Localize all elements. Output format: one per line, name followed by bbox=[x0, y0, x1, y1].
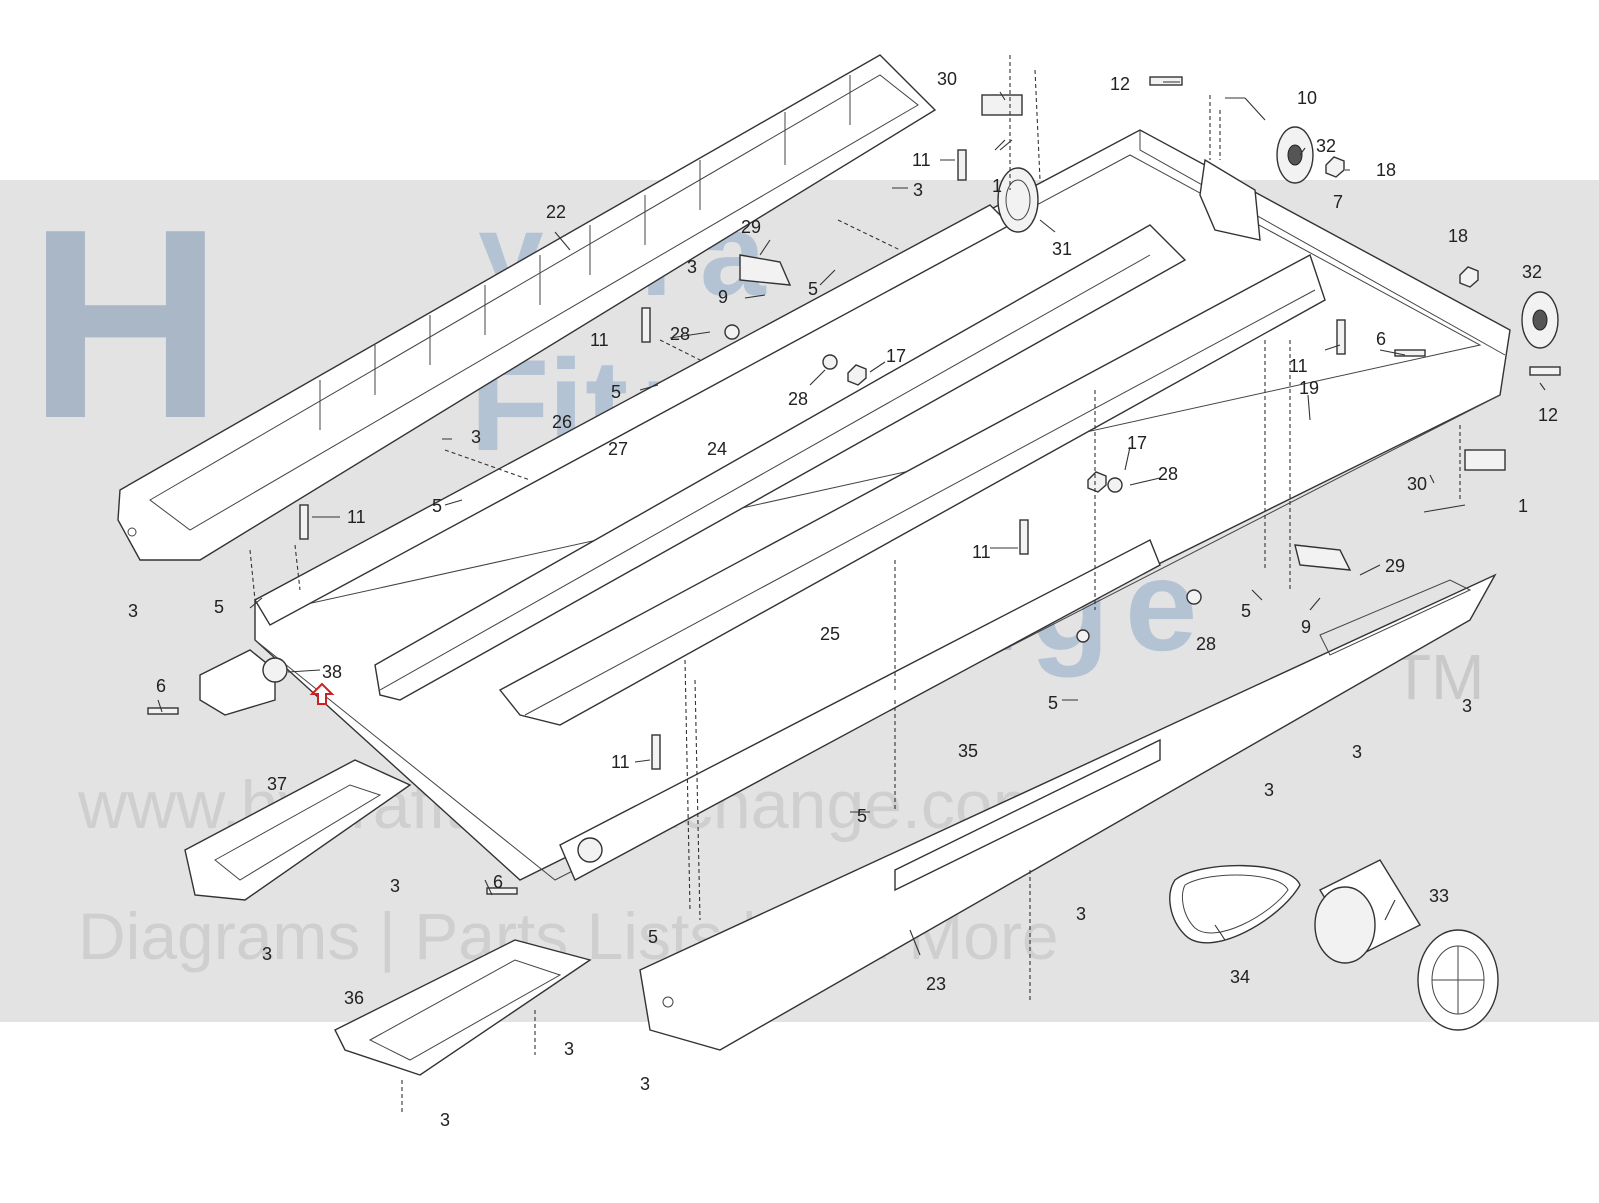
label-26: 26 bbox=[552, 412, 572, 432]
label-29: 29 bbox=[1385, 556, 1405, 576]
rail-cover-23 bbox=[639, 573, 1497, 1051]
label-5: 5 bbox=[1241, 601, 1251, 621]
label-28: 28 bbox=[1196, 634, 1216, 654]
label-28: 28 bbox=[1158, 464, 1178, 484]
label-32: 32 bbox=[1316, 136, 1336, 156]
drive-belt-34 bbox=[1169, 864, 1301, 944]
label-28: 28 bbox=[788, 389, 808, 409]
label-3: 3 bbox=[913, 180, 923, 200]
label-22: 22 bbox=[546, 202, 566, 222]
label-5: 5 bbox=[808, 279, 818, 299]
label-25: 25 bbox=[820, 624, 840, 644]
label-9: 9 bbox=[718, 287, 728, 307]
label-31: 31 bbox=[1052, 239, 1072, 259]
motor-33 bbox=[1314, 859, 1499, 1031]
end-cap-37 bbox=[184, 759, 412, 901]
end-cap-36 bbox=[334, 939, 592, 1076]
label-9: 9 bbox=[1301, 617, 1311, 637]
label-1: 1 bbox=[992, 176, 1002, 196]
label-11: 11 bbox=[347, 507, 366, 527]
highlight-arrow bbox=[309, 682, 335, 705]
label-17: 17 bbox=[886, 346, 906, 366]
label-5: 5 bbox=[1048, 693, 1058, 713]
label-6: 6 bbox=[156, 676, 166, 696]
label-18: 18 bbox=[1376, 160, 1396, 180]
label-29: 29 bbox=[741, 217, 761, 237]
assembly-lines bbox=[249, 55, 1461, 1115]
label-23: 23 bbox=[926, 974, 946, 994]
label-12: 12 bbox=[1110, 74, 1130, 94]
label-3: 3 bbox=[1352, 742, 1362, 762]
label-1: 1 bbox=[1518, 496, 1528, 516]
label-3: 3 bbox=[262, 944, 272, 964]
label-6: 6 bbox=[493, 872, 503, 892]
label-7: 7 bbox=[1333, 192, 1343, 212]
label-32: 32 bbox=[1522, 262, 1542, 282]
label-35: 35 bbox=[958, 741, 978, 761]
label-34: 34 bbox=[1230, 967, 1250, 987]
label-11: 11 bbox=[611, 752, 630, 772]
rear-bracket bbox=[1199, 126, 1559, 349]
front-bracket bbox=[199, 649, 603, 863]
label-30: 30 bbox=[1407, 474, 1427, 494]
label-3: 3 bbox=[390, 876, 400, 896]
label-3: 3 bbox=[640, 1074, 650, 1094]
label-12: 12 bbox=[1538, 405, 1558, 425]
label-3: 3 bbox=[1076, 904, 1086, 924]
label-30: 30 bbox=[937, 69, 957, 89]
watermark-logo-mark: H bbox=[28, 174, 223, 475]
hardware bbox=[147, 76, 1561, 895]
label-5: 5 bbox=[857, 806, 867, 826]
label-27: 27 bbox=[608, 439, 628, 459]
label-3: 3 bbox=[1462, 696, 1472, 716]
label-5: 5 bbox=[214, 597, 224, 617]
label-11: 11 bbox=[912, 150, 931, 170]
drive-roller-31 bbox=[997, 167, 1039, 233]
label-19: 19 bbox=[1299, 378, 1319, 398]
label-5: 5 bbox=[648, 927, 658, 947]
label-18: 18 bbox=[1448, 226, 1468, 246]
deck-rails bbox=[254, 204, 1326, 881]
label-6: 6 bbox=[1376, 329, 1386, 349]
label-5: 5 bbox=[432, 496, 442, 516]
label-38: 38 bbox=[322, 662, 342, 682]
label-5: 5 bbox=[611, 382, 621, 402]
label-17: 17 bbox=[1127, 433, 1147, 453]
label-11: 11 bbox=[972, 542, 991, 562]
label-10: 10 bbox=[1297, 88, 1317, 108]
leader-lines bbox=[157, 81, 1546, 956]
part-labels: 22 30 12 10 32 18 7 11 3 1 31 29 3 5 9 1… bbox=[128, 69, 1558, 1130]
label-36: 36 bbox=[344, 988, 364, 1008]
label-3: 3 bbox=[471, 427, 481, 447]
label-33: 33 bbox=[1429, 886, 1449, 906]
label-3: 3 bbox=[564, 1039, 574, 1059]
label-11: 11 bbox=[590, 330, 609, 350]
label-24: 24 bbox=[707, 439, 727, 459]
label-11: 11 bbox=[1289, 356, 1308, 376]
label-3: 3 bbox=[1264, 780, 1274, 800]
label-3: 3 bbox=[687, 257, 697, 277]
label-37: 37 bbox=[267, 774, 287, 794]
label-3: 3 bbox=[128, 601, 138, 621]
label-28: 28 bbox=[670, 324, 690, 344]
label-3: 3 bbox=[440, 1110, 450, 1130]
rail-cover-22 bbox=[117, 54, 937, 561]
